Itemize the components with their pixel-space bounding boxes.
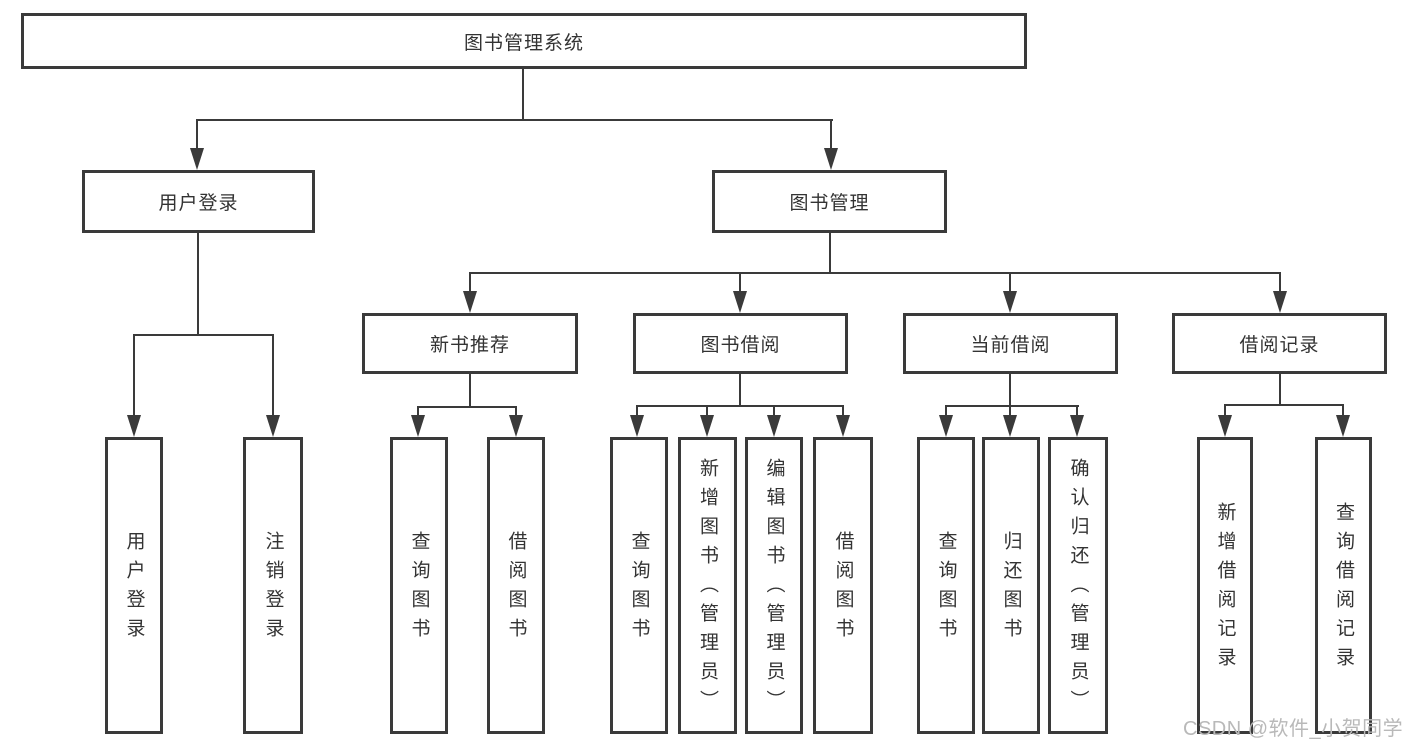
node-user-login: 用户登录	[82, 170, 315, 233]
connector-drop	[1279, 272, 1281, 294]
leaf-query-books-recommend: 查询图书	[390, 437, 448, 734]
arrowhead-down-icon	[1273, 291, 1287, 313]
connector-root-branch	[196, 119, 833, 121]
leaf-logout: 注销登录	[243, 437, 303, 734]
connector-branch	[945, 405, 1079, 407]
connector-stem	[1279, 374, 1281, 406]
arrowhead-down-icon	[1070, 415, 1084, 437]
connector-drop	[739, 272, 741, 294]
leaf-query-books-borrowing: 查询图书	[610, 437, 668, 734]
connector-root-stem	[522, 69, 524, 121]
leaf-add-borrow-record: 新增借阅记录	[1197, 437, 1253, 734]
leaf-user-login: 用户登录	[105, 437, 163, 734]
connector-drop	[272, 334, 274, 418]
connector-branch	[417, 406, 517, 408]
connector-drop	[417, 406, 419, 418]
connector-branch	[636, 405, 844, 407]
node-current-borrowing: 当前借阅	[903, 313, 1118, 374]
connector-drop	[469, 272, 471, 294]
node-library-management-system: 图书管理系统	[21, 13, 1027, 69]
node-new-book-recommendation: 新书推荐	[362, 313, 578, 374]
connector-drop	[515, 406, 517, 418]
leaf-return-books: 归还图书	[982, 437, 1040, 734]
arrowhead-down-icon	[1218, 415, 1232, 437]
arrowhead-down-icon	[1003, 415, 1017, 437]
node-book-borrowing: 图书借阅	[633, 313, 848, 374]
csdn-watermark: CSDN @软件_小贺同学	[1183, 718, 1404, 740]
connector-drop	[706, 405, 708, 418]
arrowhead-down-icon	[836, 415, 850, 437]
connector-drop	[830, 119, 832, 152]
connector-drop	[636, 405, 638, 418]
connector-user-login-stem	[197, 233, 199, 336]
arrowhead-down-icon	[266, 415, 280, 437]
connector-drop	[773, 405, 775, 418]
connector-drop	[1224, 404, 1226, 418]
connector-branch	[1224, 404, 1344, 406]
connector-drop	[1009, 405, 1011, 418]
node-borrowing-records: 借阅记录	[1172, 313, 1387, 374]
connector-drop	[842, 405, 844, 418]
connector-drop	[945, 405, 947, 418]
connector-book-mgmt-branch	[469, 272, 1281, 274]
leaf-query-books-current: 查询图书	[917, 437, 975, 734]
arrowhead-down-icon	[411, 415, 425, 437]
connector-drop	[1342, 404, 1344, 418]
connector-book-mgmt-stem	[829, 233, 831, 274]
leaf-query-borrow-record: 查询借阅记录	[1315, 437, 1372, 734]
connector-user-login-branch	[133, 334, 274, 336]
leaf-borrow-books-recommend: 借阅图书	[487, 437, 545, 734]
arrowhead-down-icon	[127, 415, 141, 437]
arrowhead-down-icon	[1003, 291, 1017, 313]
leaf-confirm-return-admin: 确认归还（管理员）	[1048, 437, 1108, 734]
arrowhead-down-icon	[767, 415, 781, 437]
arrowhead-down-icon	[630, 415, 644, 437]
arrowhead-down-icon	[700, 415, 714, 437]
arrowhead-down-icon	[1336, 415, 1350, 437]
arrowhead-down-icon	[733, 291, 747, 313]
connector-drop	[133, 334, 135, 418]
connector-stem	[1009, 374, 1011, 407]
connector-stem	[739, 374, 741, 407]
arrowhead-down-icon	[463, 291, 477, 313]
node-book-management: 图书管理	[712, 170, 947, 233]
arrowhead-down-icon	[509, 415, 523, 437]
leaf-add-books-admin: 新增图书（管理员）	[678, 437, 737, 734]
connector-stem	[469, 374, 471, 408]
arrowhead-down-icon	[939, 415, 953, 437]
connector-drop	[196, 119, 198, 152]
leaf-borrow-books: 借阅图书	[813, 437, 873, 734]
connector-drop	[1009, 272, 1011, 294]
arrowhead-down-icon	[190, 148, 204, 170]
leaf-edit-books-admin: 编辑图书（管理员）	[745, 437, 803, 734]
connector-drop	[1076, 405, 1078, 418]
arrowhead-down-icon	[824, 148, 838, 170]
